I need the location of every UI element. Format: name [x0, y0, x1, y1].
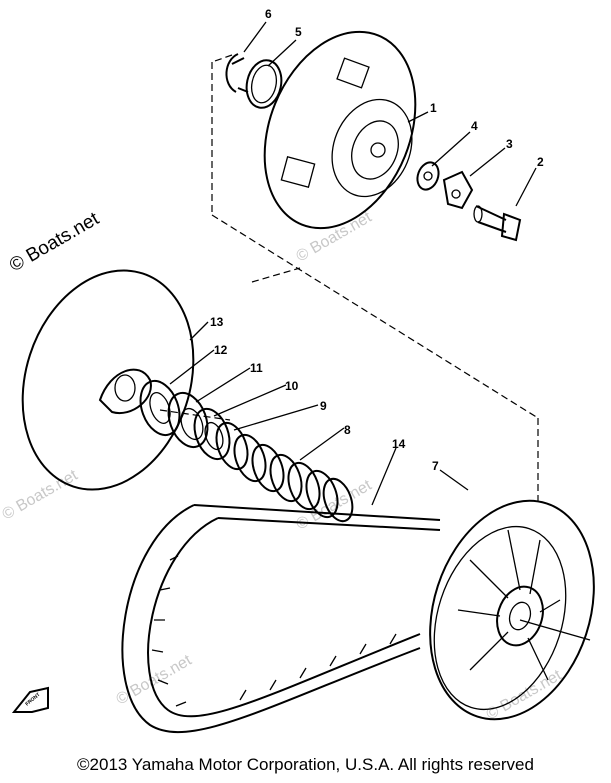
spacer-part-12: [139, 379, 181, 437]
callout-13: 13: [210, 315, 224, 329]
ring-part-5: [245, 59, 283, 109]
movable-sheave-part-13: [21, 269, 195, 491]
fixed-sheave-part-1: [263, 30, 417, 230]
callout-5: 5: [295, 25, 302, 39]
callout-2: 2: [537, 155, 544, 169]
assembly-outline: [159, 54, 539, 505]
clip-part-6: [225, 53, 249, 93]
front-arrow-icon: FRONT: [11, 686, 49, 713]
copyright-notice: ©2013 Yamaha Motor Corporation, U.S.A. A…: [77, 755, 534, 774]
leader-lines: [169, 21, 537, 506]
watermark-main: © Boats.net: [6, 208, 103, 276]
callout-11: 11: [250, 361, 263, 375]
callout-3: 3: [506, 137, 513, 151]
callout-14: 14: [392, 437, 406, 451]
watermark-faint-2: © Boats.net: [0, 467, 81, 524]
watermark-faint-1: © Boats.net: [294, 209, 376, 266]
spring-part-8: [233, 433, 354, 523]
callout-7: 7: [432, 459, 439, 473]
plate-part-3: [442, 170, 474, 210]
callout-6: 6: [265, 7, 272, 21]
callout-8: 8: [344, 423, 351, 437]
bolt-part-2: [473, 205, 522, 242]
callout-12: 12: [214, 343, 228, 357]
callout-9: 9: [320, 399, 327, 413]
secondary-sheave-part-7: [429, 499, 595, 721]
callout-labels: 6 5 1 4 3 2 13 12 11 10 9 8 14 7: [210, 7, 544, 473]
drive-belt-part-14: [121, 504, 441, 733]
washer-part-4: [416, 161, 440, 191]
callout-4: 4: [471, 119, 478, 133]
watermark-faint-5: © Boats.net: [484, 667, 566, 724]
cam-part-10: [193, 407, 231, 461]
seat-part-9: [215, 421, 249, 471]
callout-10: 10: [285, 379, 299, 393]
callout-1: 1: [430, 101, 437, 115]
